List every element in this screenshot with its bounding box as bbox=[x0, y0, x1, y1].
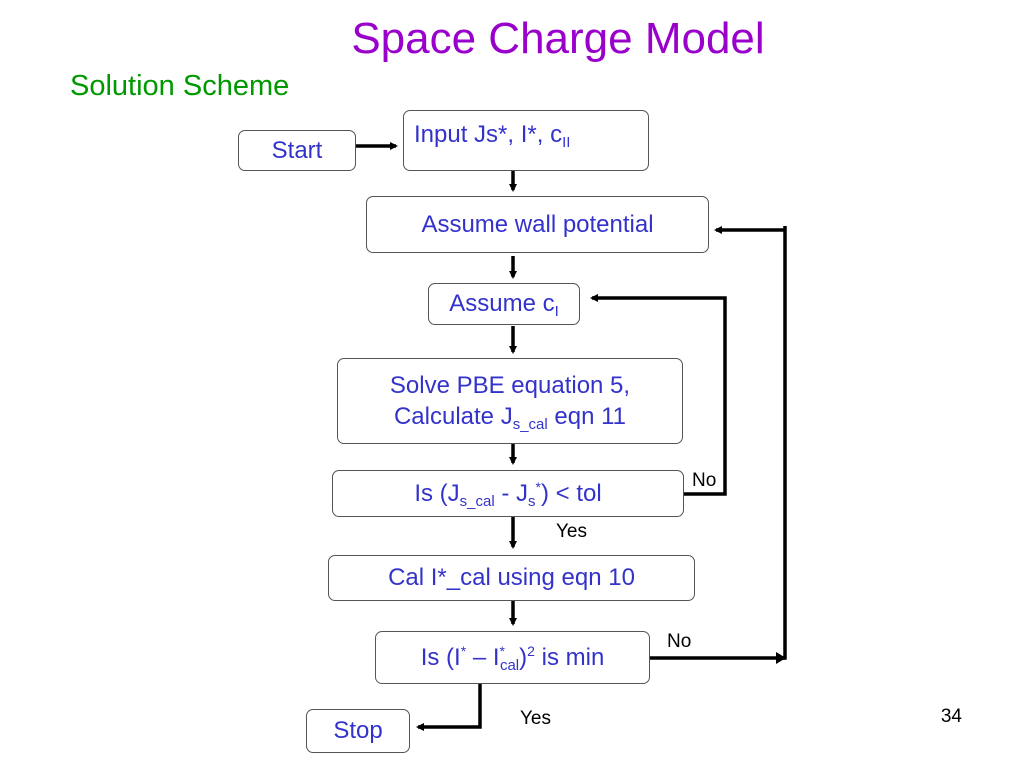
arrow-checkI-to-stop bbox=[416, 684, 482, 731]
solve-pbe-node: Solve PBE equation 5, Calculate Js_cal e… bbox=[337, 358, 683, 444]
slide-subtitle: Solution Scheme bbox=[70, 70, 290, 102]
slide-title: Space Charge Model bbox=[351, 14, 765, 63]
check-min-node: Is (I* – I*cal)2 is min bbox=[375, 631, 650, 684]
page-number: 34 bbox=[940, 706, 962, 727]
assume-cI-node: Assume cI bbox=[428, 283, 580, 325]
assume-wall-node: Assume wall potential bbox=[366, 196, 709, 253]
label-no-tolerance: No bbox=[692, 470, 717, 491]
check-tolerance-node: Is (Js_cal - Js*) < tol bbox=[332, 470, 684, 517]
label-no-min: No bbox=[667, 631, 692, 652]
input-node: Input Js*, I*, cII bbox=[403, 110, 649, 171]
loop-no-tol bbox=[590, 294, 727, 496]
start-node: Start bbox=[238, 130, 356, 171]
cal-I-node: Cal I*_cal using eqn 10 bbox=[328, 555, 695, 601]
label-yes-tolerance: Yes bbox=[556, 521, 587, 542]
arrow-head-no-min bbox=[776, 652, 786, 664]
label-yes-min: Yes bbox=[520, 708, 551, 729]
stop-node: Stop bbox=[306, 709, 410, 753]
